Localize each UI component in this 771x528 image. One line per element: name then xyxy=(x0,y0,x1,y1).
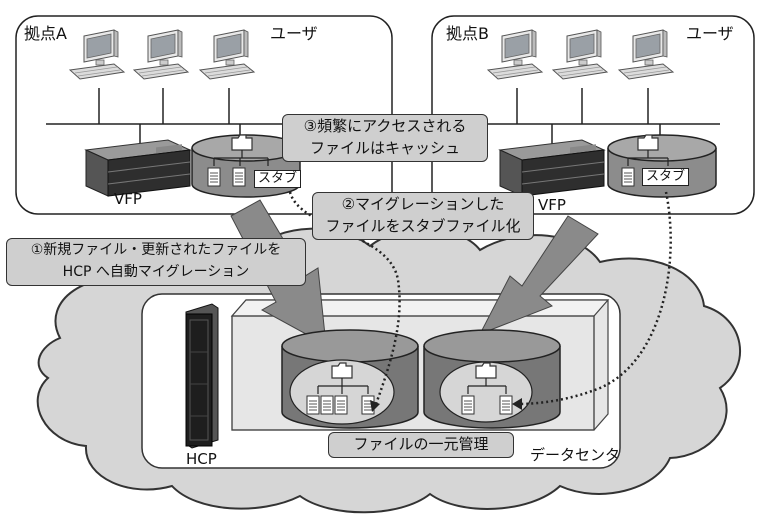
cached-file-icon xyxy=(207,167,221,187)
cached-file-icon xyxy=(232,167,246,187)
archived-file-icon xyxy=(320,395,334,415)
stub-file-label-b: スタブ xyxy=(642,168,690,186)
vfp-storage-b xyxy=(607,134,717,198)
cache-callout-line2: ファイルはキャッシュ xyxy=(309,139,460,157)
archived-file-icon xyxy=(499,395,513,415)
site-b-vfp-label: VFP xyxy=(538,196,566,214)
archived-file-icon xyxy=(306,395,320,415)
stub-file-label-a: スタブ xyxy=(254,170,302,188)
site-b-user-label: ユーザ xyxy=(686,24,734,43)
hcp-storage-a xyxy=(281,329,419,429)
stub-callout: ②マイグレーションした ファイルをスタブファイル化 xyxy=(312,192,534,240)
stub-callout-line1: ②マイグレーションした xyxy=(341,195,505,213)
archived-file-icon xyxy=(334,395,348,415)
site-a-user-label: ユーザ xyxy=(270,24,318,43)
datacenter-label: データセンタ xyxy=(530,446,621,464)
cached-file-icon xyxy=(621,167,635,187)
hcp-rack-icon xyxy=(185,303,219,449)
migration-callout: ①新規ファイル・更新されたファイルを HCP へ自動マイグレーション xyxy=(6,238,306,286)
site-a-label: 拠点A xyxy=(24,24,67,43)
cache-callout-line1: ③頻繁にアクセスされる xyxy=(303,117,467,135)
site-b-label: 拠点B xyxy=(446,24,489,43)
archived-file-icon xyxy=(461,395,475,415)
stub-callout-line2: ファイルをスタブファイル化 xyxy=(325,217,521,235)
stub-link-b xyxy=(517,191,672,406)
vfp-server-icon xyxy=(85,139,191,197)
central-management-callout: ファイルの一元管理 xyxy=(328,432,514,458)
hcp-label: HCP xyxy=(186,450,217,468)
site-a-vfp-label: VFP xyxy=(114,190,142,208)
migration-callout-line1: ①新規ファイル・更新されたファイルを xyxy=(30,242,282,258)
migration-callout-line2: HCP へ自動マイグレーション xyxy=(62,264,250,280)
migration-arrow-b xyxy=(478,215,599,335)
cache-callout: ③頻繁にアクセスされる ファイルはキャッシュ xyxy=(282,114,488,162)
hcp-storage-b xyxy=(423,329,561,429)
vfp-server-icon xyxy=(499,139,605,197)
